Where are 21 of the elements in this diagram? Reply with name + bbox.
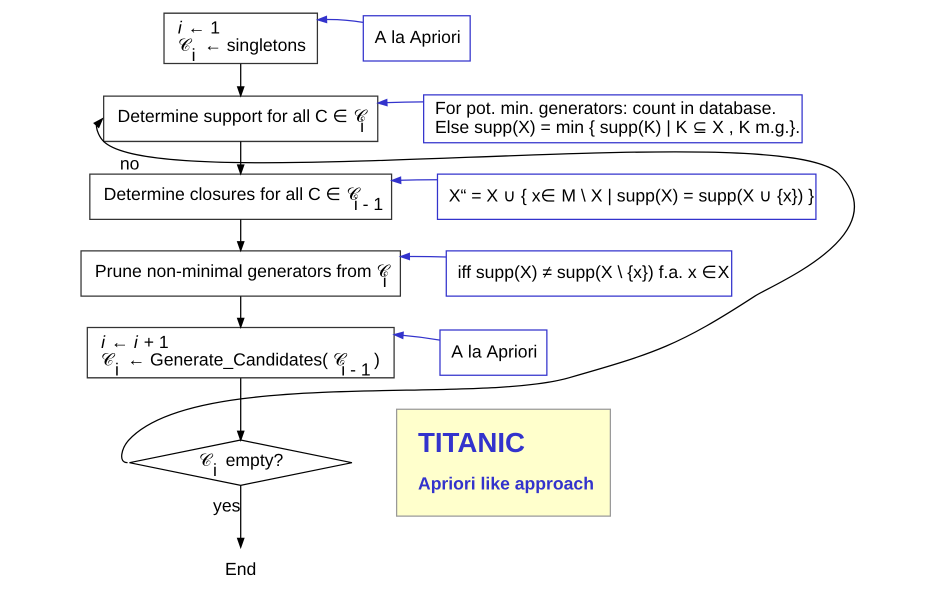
arrow (236, 296, 244, 330)
arrow (236, 486, 244, 550)
arrow (236, 141, 244, 176)
node-box: A la Apriori (438, 329, 547, 376)
edge-label: yes (212, 496, 240, 516)
arrow (236, 219, 244, 252)
node-box: iff supp(X) ≠ supp(X \ {x}) f.a. x ∈X (445, 250, 732, 297)
arrow (236, 64, 244, 98)
node-box: For pot. min. generators: count in database. Else supp(X) = min { supp(K) | K ⊆ X , K m.g.}. (422, 94, 802, 144)
arrow (398, 252, 446, 260)
arrow (392, 331, 440, 341)
arrow (92, 117, 854, 463)
node-text: End (224, 558, 256, 579)
edge-label: no (119, 153, 139, 174)
node-box: X“ = X ∪ { x∈ M \ X | supp(X) = supp(X ∪ {x}) } (436, 174, 816, 220)
arrow (315, 16, 363, 24)
node-box: A la Apriori (362, 15, 470, 62)
arrow (389, 176, 437, 184)
arrow (376, 98, 423, 107)
node-box: TITANIC Apriori like approach (395, 408, 610, 517)
arrow (236, 378, 244, 442)
